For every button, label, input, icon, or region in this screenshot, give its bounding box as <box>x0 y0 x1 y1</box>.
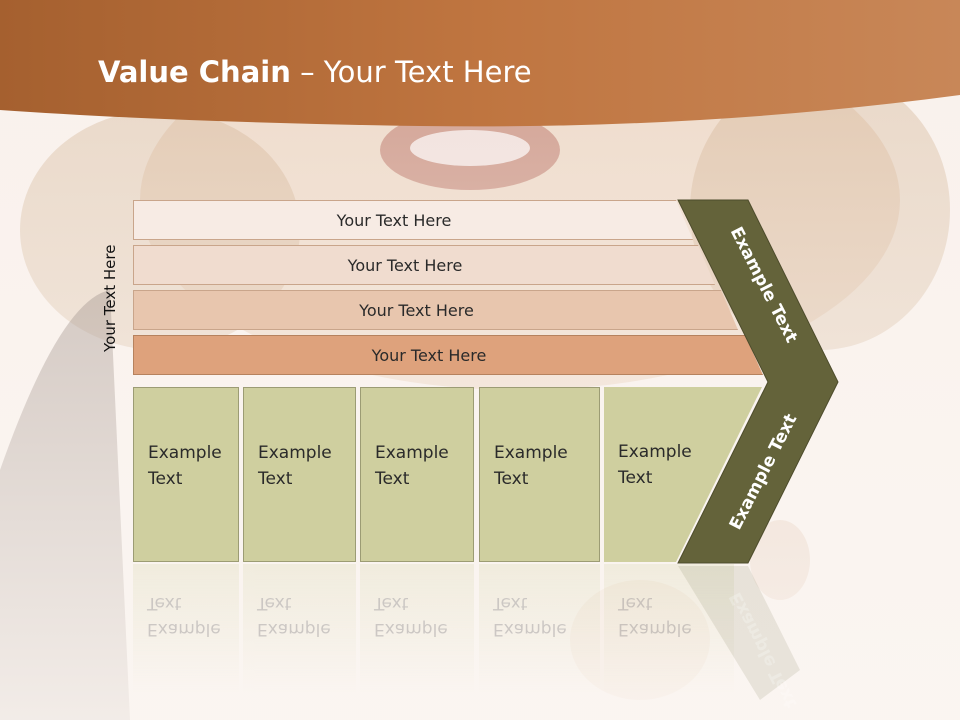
support-bar-4-label: Your Text Here <box>371 345 487 365</box>
header-band <box>0 0 960 127</box>
support-bar-3: Your Text Here <box>133 290 738 330</box>
support-bar-1-label: Your Text Here <box>336 210 452 230</box>
support-bar-2: Your Text Here <box>133 245 715 285</box>
support-bar-3-label: Your Text Here <box>359 300 474 320</box>
support-bar-2-label: Your Text Here <box>347 255 463 275</box>
page-title: Value Chain – Your Text Here <box>98 55 532 89</box>
support-bar-4: Your Text Here <box>133 335 763 375</box>
support-bar-1: Your Text Here <box>133 200 693 240</box>
